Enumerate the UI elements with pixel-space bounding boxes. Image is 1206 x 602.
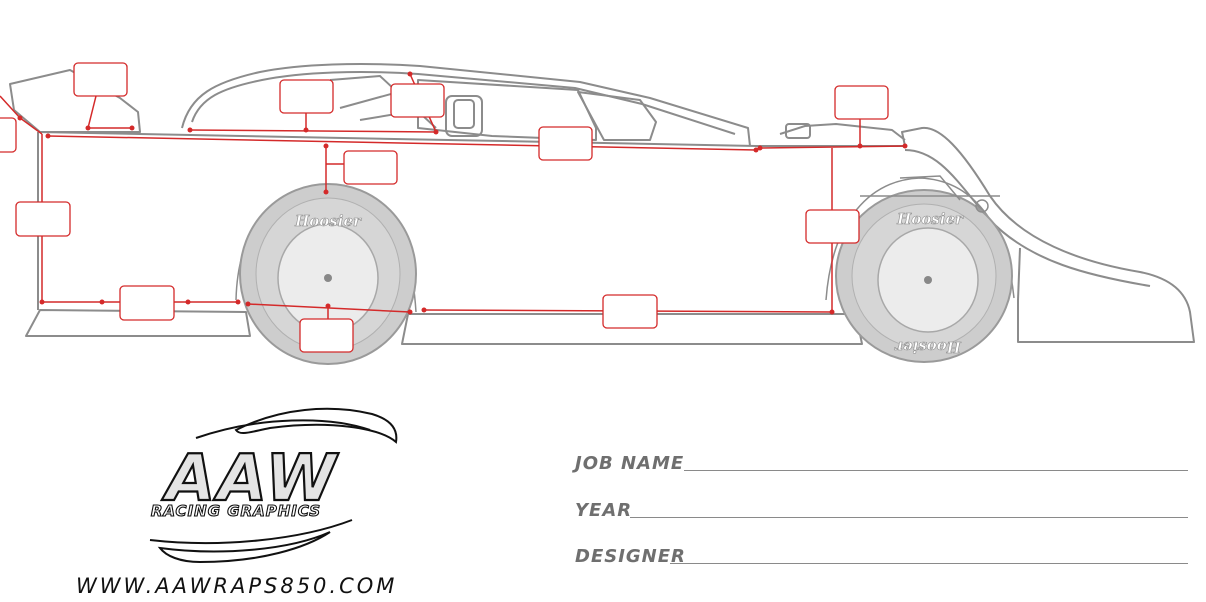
designer-line[interactable] [670,563,1188,564]
rear-window-frame [577,91,657,141]
logo-swoosh-outer [195,419,371,439]
measurement-box[interactable] [15,201,71,237]
tire-brand-label-inverted: Hoosier [894,338,962,356]
website-url: WWW.AAWRAPS850.COM [76,574,398,598]
rear-tire: Hoosier [239,183,417,365]
job-name-line[interactable] [684,470,1188,471]
air-cleaner [785,123,811,139]
front-fender-edge [1017,247,1021,301]
measurement-box[interactable] [0,117,17,153]
logo-swoosh-top [234,407,398,444]
measurement-box[interactable] [279,79,334,114]
measurement-box[interactable] [343,150,398,185]
measurement-box[interactable] [73,62,128,97]
measurement-points [17,71,908,315]
tire-brand-label: Hoosier [896,210,964,228]
measurement-box[interactable] [119,285,175,321]
tire-brand-label: Hoosier [294,212,362,230]
seat [445,95,483,137]
logo-swoosh-bottom [157,531,331,564]
seat-inner [453,99,475,129]
measurement-box[interactable] [390,83,445,118]
company-logo: AAW RACING GRAPHICS [149,407,398,564]
roof-inner-outline [191,71,736,135]
logo-swoosh-bottom-outer [149,519,353,545]
hood [779,123,906,141]
job-name-label: JOB NAME [575,453,685,474]
front-suspension [860,175,1000,213]
front-tire: Hoosier Hoosier [835,189,1013,363]
measurement-boxes [0,62,889,353]
measurement-box[interactable] [602,294,658,329]
side-window [417,79,597,141]
roof-outline [181,63,751,147]
measurement-box[interactable] [805,209,860,244]
body-side-outline [37,126,1195,343]
logo-tagline: RACING GRAPHICS [151,502,321,520]
designer-label: DESIGNER [575,546,686,567]
measurement-box[interactable] [538,126,593,161]
rear-quarter-lower [25,309,251,337]
measurement-box[interactable] [299,318,354,353]
year-line[interactable] [630,517,1188,518]
logo-mark: AAW [161,442,340,516]
year-label: YEAR [575,500,633,521]
measurement-box[interactable] [834,85,889,120]
